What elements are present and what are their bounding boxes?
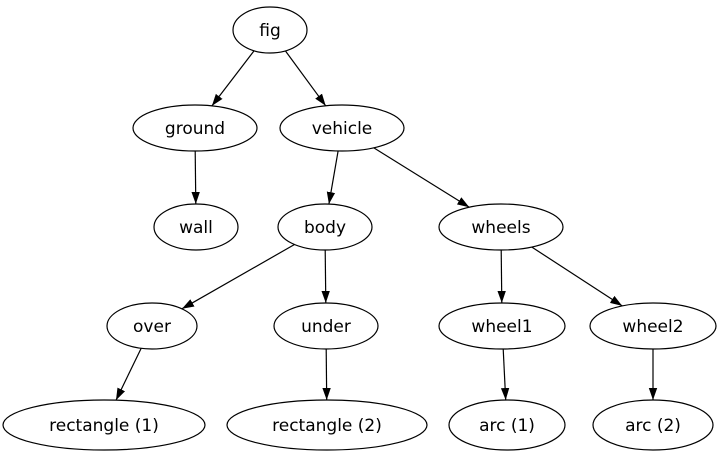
node-ellipse-rect2 (226, 399, 428, 451)
node-label-arc1: arc (1) (479, 416, 535, 436)
node-ellipse-arc1 (448, 399, 566, 451)
node-label-body: body (304, 218, 346, 238)
edge-fig-vehicle (284, 50, 327, 107)
node-label-wheels: wheels (471, 218, 530, 238)
node-label-rect2: rectangle (2) (272, 416, 382, 436)
node-ellipse-arc2 (592, 399, 714, 451)
node-wheels: wheels (438, 203, 564, 251)
edge-under-rect2 (322, 348, 331, 401)
edge-wheels-wheel1 (497, 249, 506, 304)
edge-ground-wall (191, 150, 200, 205)
node-under: under (273, 302, 379, 350)
node-over: over (106, 302, 198, 350)
node-wall: wall (153, 203, 239, 251)
node-ellipse-body (277, 203, 373, 251)
node-vehicle: vehicle (279, 104, 405, 152)
node-ellipse-wheels (438, 203, 564, 251)
node-ground: ground (132, 104, 258, 152)
node-ellipse-rect1 (2, 399, 206, 451)
node-wheel2: wheel2 (589, 302, 717, 350)
node-body: body (277, 203, 373, 251)
edge-fig-ground (211, 50, 255, 107)
node-label-under: under (301, 317, 351, 337)
node-ellipse-vehicle (279, 104, 405, 152)
node-ellipse-wall (153, 203, 239, 251)
node-arc1: arc (1) (448, 399, 566, 451)
node-label-vehicle: vehicle (312, 119, 373, 139)
edge-body-over (181, 243, 295, 310)
node-label-over: over (133, 317, 171, 337)
node-ellipse-wheel1 (438, 302, 566, 350)
node-fig: fig (232, 6, 308, 54)
edge-body-under (321, 249, 330, 304)
edge-wheel1-arc1 (500, 348, 510, 401)
edge-wheels-wheel2 (531, 246, 623, 307)
node-ellipse-under (273, 302, 379, 350)
edge-vehicle-body (326, 150, 339, 205)
node-wheel1: wheel1 (438, 302, 566, 350)
node-ellipse-ground (132, 104, 258, 152)
node-label-fig: fig (259, 21, 281, 41)
node-label-rect1: rectangle (1) (49, 416, 159, 436)
node-ellipse-over (106, 302, 198, 350)
node-rect1: rectangle (1) (2, 399, 206, 451)
edge-vehicle-wheels (373, 147, 470, 208)
node-arc2: arc (2) (592, 399, 714, 451)
node-label-ground: ground (165, 119, 225, 139)
node-rect2: rectangle (2) (226, 399, 428, 451)
node-label-wheel2: wheel2 (622, 317, 683, 337)
node-label-wheel1: wheel1 (471, 317, 532, 337)
node-ellipse-wheel2 (589, 302, 717, 350)
node-label-arc2: arc (2) (625, 416, 681, 436)
node-ellipse-fig (232, 6, 308, 54)
node-label-wall: wall (179, 218, 213, 238)
edge-over-rect1 (115, 348, 142, 401)
